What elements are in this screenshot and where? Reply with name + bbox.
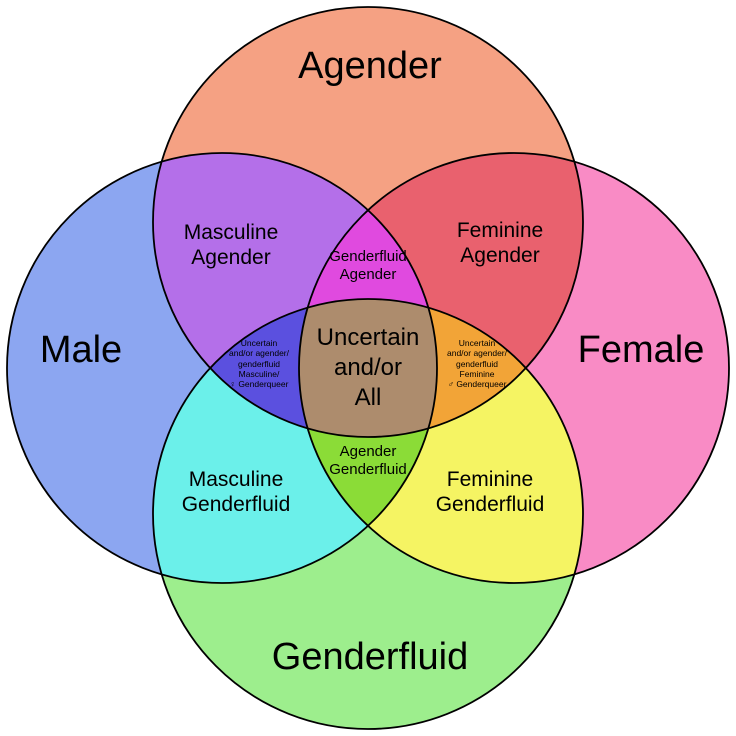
uncertain-all-label: Uncertain and/or All: [317, 323, 420, 413]
uncertain-feminine-label-line1: Uncertain: [458, 338, 496, 349]
feminine-genderfluid-label-line1: Feminine: [446, 467, 534, 491]
agender-genderfluid-region: [299, 299, 437, 583]
feminine-agender-label: Feminine Agender: [457, 218, 543, 268]
masculine-agender-label: Masculine Agender: [184, 220, 279, 270]
masculine-agender-label-line2: Agender: [191, 246, 271, 269]
uncertain-masculine-label-line3: genderfluid: [237, 358, 281, 369]
uncertain-feminine-label: Uncertain and/or agender/ genderfluid Fe…: [447, 338, 507, 390]
feminine-agender-label-line1: Feminine: [456, 218, 544, 242]
uncertain-masculine-label-line1: Uncertain: [240, 338, 278, 349]
agender-genderfluid-label-line1: Agender: [339, 443, 397, 460]
masculine-genderfluid-label-line1: Masculine: [188, 467, 284, 491]
uncertain-masculine-label: Uncertain and/or agender/ genderfluid Ma…: [229, 338, 289, 390]
uncertain-feminine-label-line3: genderfluid: [455, 358, 499, 369]
feminine-genderfluid-label: Feminine Genderfluid: [436, 467, 545, 517]
masculine-genderfluid-label: Masculine Genderfluid: [182, 467, 291, 517]
genderfluid-agender-label: Genderfluid Agender: [329, 248, 407, 284]
male-label: Male: [39, 329, 123, 372]
female-label: Female: [577, 329, 705, 372]
uncertain-all-label-line3: All: [354, 384, 382, 411]
genderfluid-agender-region: [299, 153, 437, 437]
agender-genderfluid-label-line2: Genderfluid: [329, 461, 407, 478]
uncertain-masculine-label-line2: and/or agender/: [228, 348, 290, 359]
uncertain-all-label-line2: and/or: [333, 354, 403, 381]
genderfluid-circle-outline: [152, 298, 584, 730]
uncertain-feminine-label-line4: Feminine: [459, 369, 495, 380]
uncertain-feminine-label-line5: ♂ Genderqueer: [447, 379, 507, 390]
feminine-genderfluid-label-line2: Genderfluid: [435, 493, 545, 516]
genderfluid-agender-label-line2: Agender: [339, 266, 397, 283]
genderfluid-agender-label-line1: Genderfluid: [329, 248, 407, 265]
uncertain-all-label-line1: Uncertain: [316, 324, 420, 351]
uncertain-feminine-label-line2: and/or agender/: [446, 348, 508, 359]
genderfluid-label: Genderfluid: [271, 636, 469, 679]
agender-circle-outline: [152, 6, 584, 438]
uncertain-masculine-label-line4: Masculine/: [238, 369, 280, 380]
agender-label: Agender: [298, 45, 442, 88]
masculine-genderfluid-label-line2: Genderfluid: [181, 493, 291, 516]
uncertain-masculine-label-line5: ♀ Genderqueer: [229, 379, 289, 390]
masculine-agender-label-line1: Masculine: [183, 220, 279, 244]
female-circle-outline: [298, 152, 730, 584]
feminine-agender-label-line2: Agender: [460, 244, 540, 267]
male-circle-outline: [6, 152, 438, 584]
uncertain-masculine-region: [153, 299, 437, 437]
agender-genderfluid-label: Agender Genderfluid: [329, 443, 407, 479]
uncertain-feminine-region: [299, 299, 583, 437]
